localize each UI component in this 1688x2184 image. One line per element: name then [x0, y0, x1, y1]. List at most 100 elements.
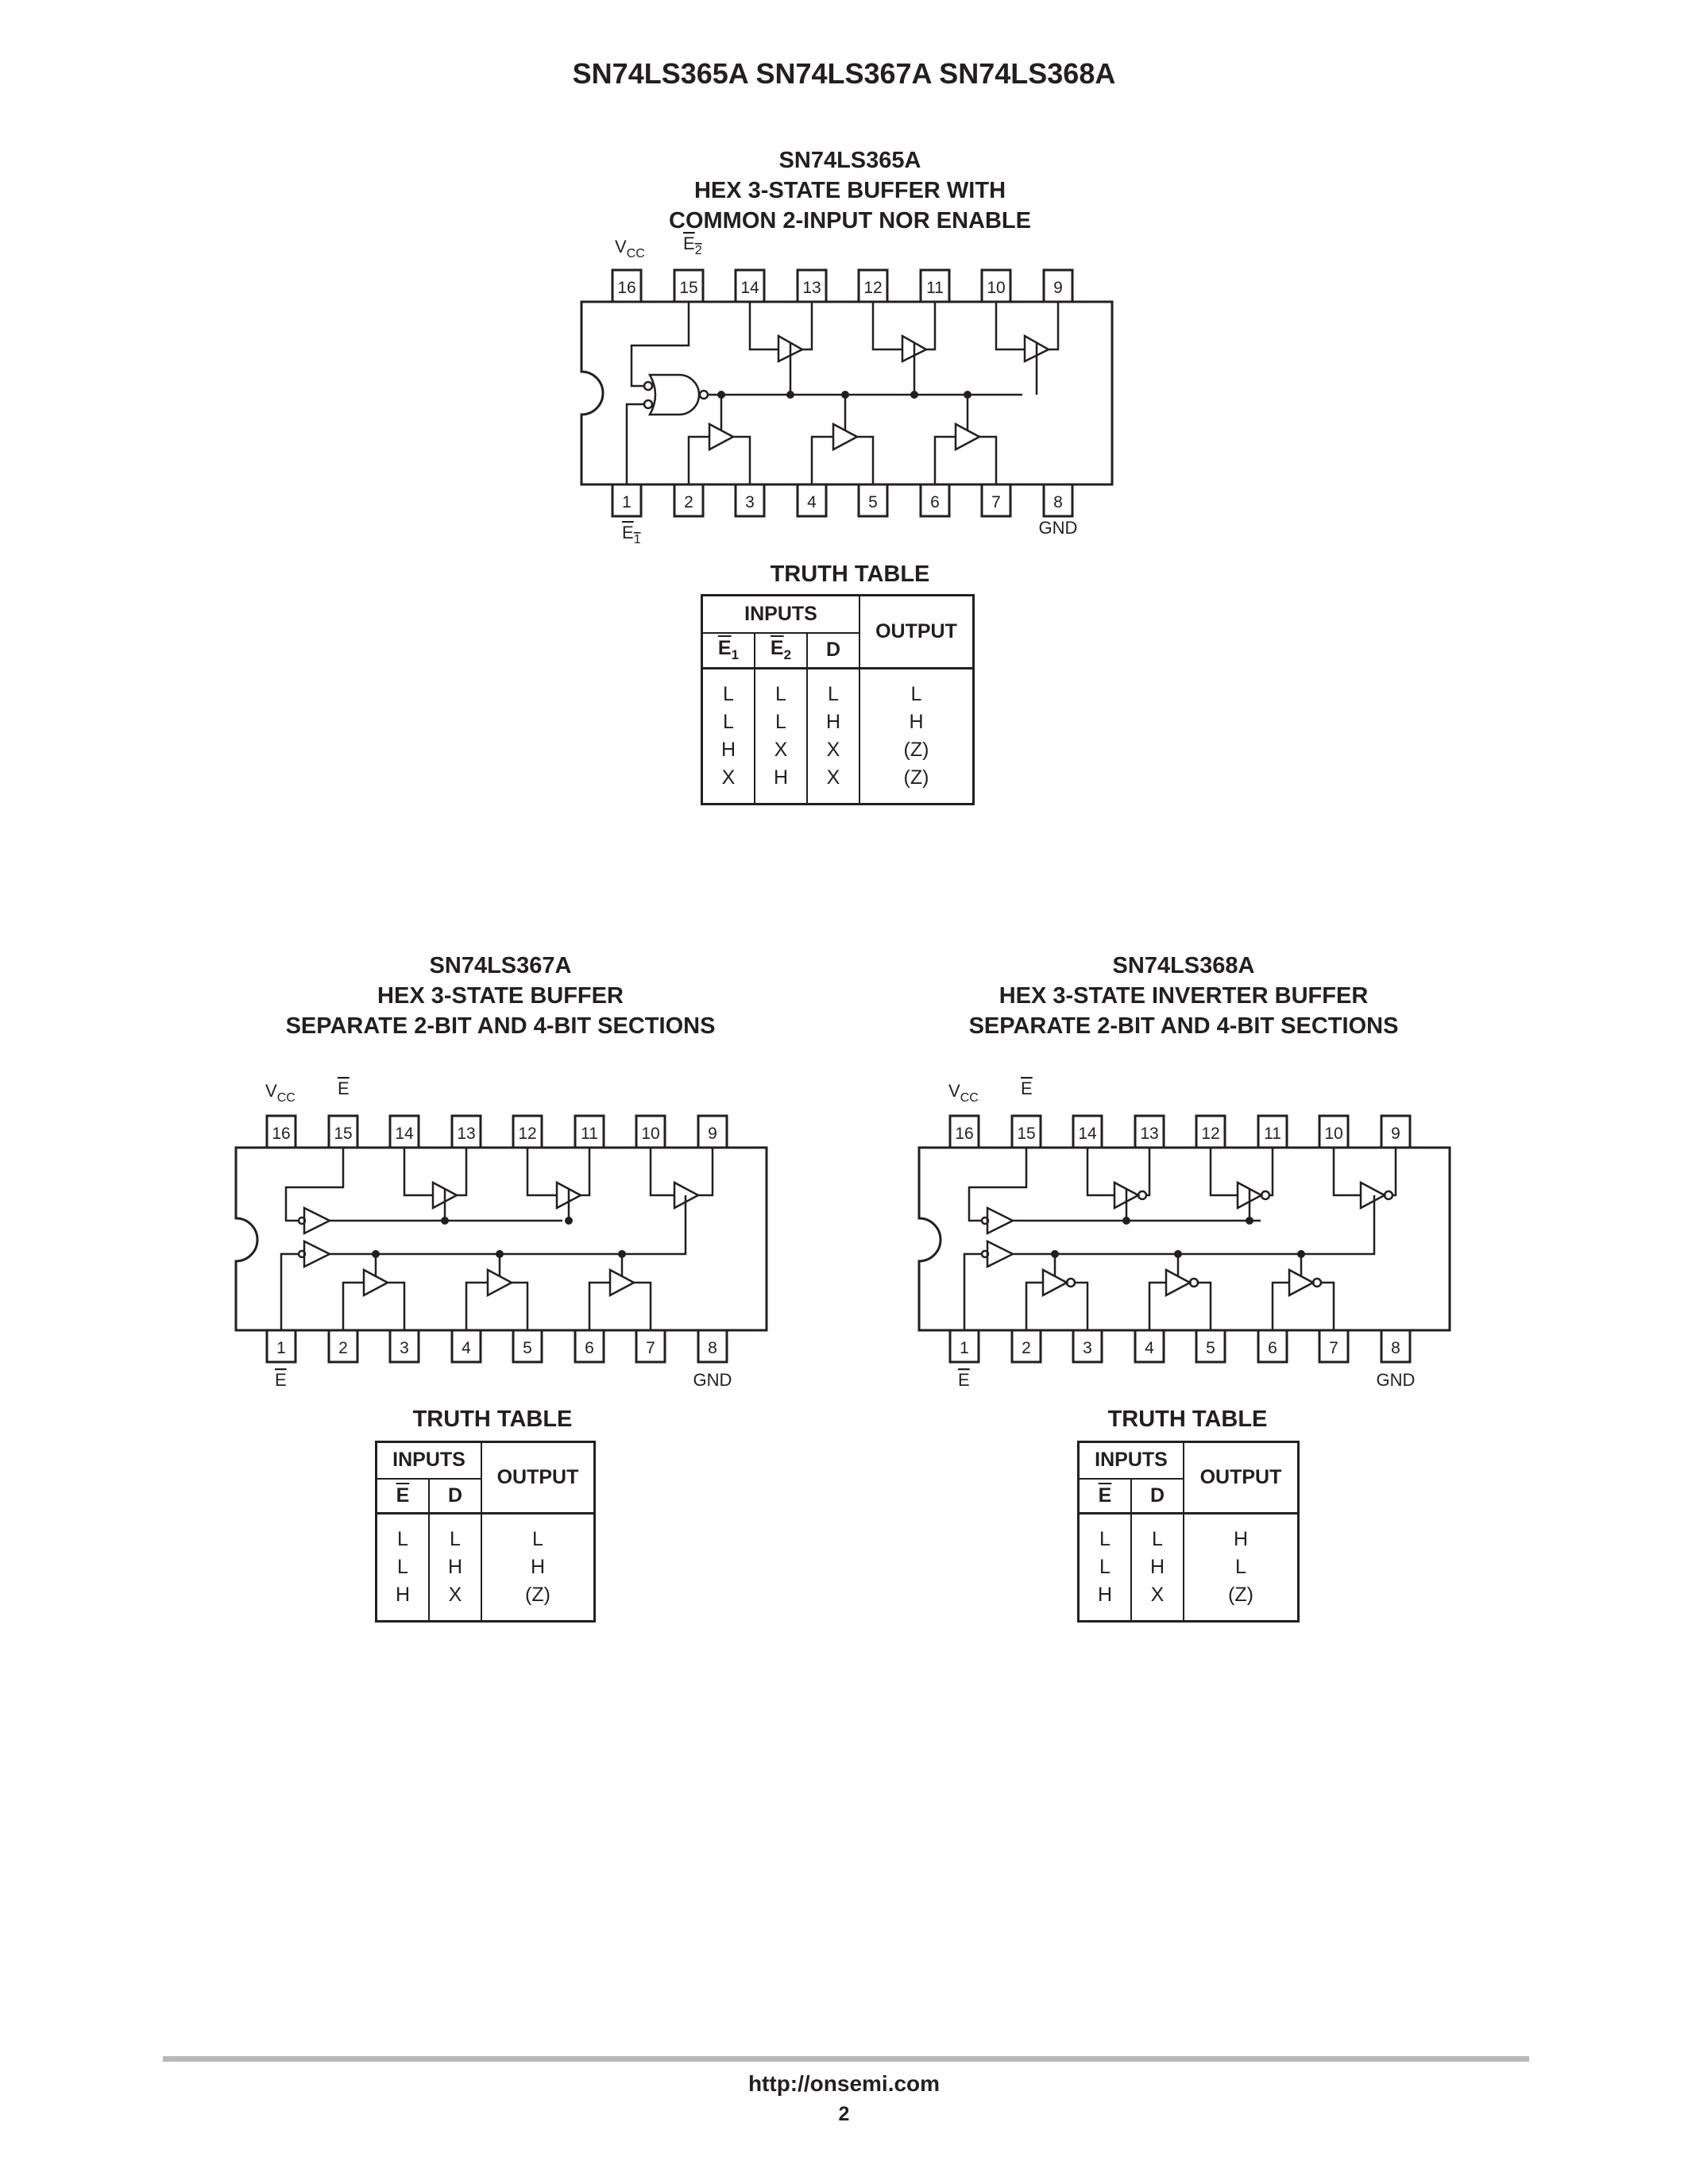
- ls368-title-line-1: SN74LS368A: [1112, 953, 1255, 978]
- ls368-pin-7: 7: [1329, 1339, 1338, 1357]
- ls368-inputs-header: INPUTS: [1077, 1441, 1184, 1480]
- ls367-e-bottom-label: E: [275, 1370, 287, 1390]
- ls368-e-bottom-label: E: [958, 1370, 970, 1390]
- ls367-title: SN74LS367A HEX 3-STATE BUFFER SEPARATE 2…: [238, 951, 763, 1041]
- ls365-pin-16: 16: [617, 279, 635, 297]
- ls368-col-d: D: [1130, 1477, 1184, 1515]
- ls368-title: SN74LS368A HEX 3-STATE INVERTER BUFFER S…: [906, 951, 1462, 1041]
- ls368-pin-14: 14: [1078, 1125, 1097, 1143]
- ls365-pin-6: 6: [930, 493, 940, 511]
- page-number: 2: [838, 2103, 850, 2125]
- ls367-truth-table-title: TRUTH TABLE: [412, 1406, 573, 1432]
- ls368-pin-8: 8: [1391, 1339, 1400, 1357]
- ls368-package-body: [917, 1146, 1451, 1332]
- ls367-package-body: [234, 1146, 768, 1332]
- ls365-pin-8: 8: [1053, 493, 1063, 511]
- ls367-pin-11: 11: [581, 1125, 598, 1143]
- ls365-pin-7: 7: [991, 493, 1001, 511]
- ls365-vcc-label: VCC: [615, 237, 645, 260]
- ls367-pin-10: 10: [641, 1125, 659, 1143]
- ls367-output-header: OUTPUT: [481, 1441, 596, 1515]
- ls368-col-e: E: [1077, 1477, 1132, 1515]
- ls365-col-e1: E1: [701, 631, 755, 669]
- ls367-pin-2: 2: [338, 1339, 348, 1357]
- ls367-title-line-2: HEX 3-STATE BUFFER: [377, 983, 624, 1009]
- ls367-pin-1: 1: [276, 1339, 286, 1357]
- ls368-pinout-diagram: 16 15 14 13 12 11 10 9 1 2 3 4 5 6 7 8 V…: [917, 1078, 1451, 1390]
- ls368-pin-3: 3: [1083, 1339, 1092, 1357]
- ls367-pin-5: 5: [523, 1339, 532, 1357]
- ls368-e-top-label: E: [1021, 1078, 1033, 1098]
- ls367-pin-6: 6: [585, 1339, 594, 1357]
- ls367-title-line-1: SN74LS367A: [429, 953, 572, 978]
- ls367-pin-16: 16: [272, 1125, 290, 1143]
- ls365-e1-label: E1: [622, 523, 641, 546]
- ls368-pin-10: 10: [1324, 1125, 1342, 1143]
- ls368-pin-4: 4: [1145, 1339, 1154, 1357]
- ls365-pin-5: 5: [868, 493, 878, 511]
- ls365-title: SN74LS365A HEX 3-STATE BUFFER WITH COMMO…: [612, 145, 1088, 236]
- ls365-pin-2: 2: [684, 493, 693, 511]
- ls365-title-line-3: COMMON 2-INPUT NOR ENABLE: [669, 208, 1031, 233]
- ls365-pin-15: 15: [679, 279, 697, 297]
- ls367-pin-9: 9: [708, 1125, 717, 1143]
- ls368-pin-12: 12: [1201, 1125, 1219, 1143]
- ls365-pin-12: 12: [863, 279, 882, 297]
- footer-divider: [163, 2056, 1529, 2062]
- ls365-pin-11: 11: [926, 279, 944, 297]
- ls367-inputs-header: INPUTS: [375, 1441, 482, 1480]
- ls365-package-body: [580, 300, 1114, 486]
- ls368-pin-5: 5: [1206, 1339, 1215, 1357]
- ls368-title-line-2: HEX 3-STATE INVERTER BUFFER: [999, 983, 1369, 1009]
- ls368-gnd-label: GND: [1377, 1370, 1416, 1390]
- ls365-e2-label: E2: [683, 233, 702, 257]
- ls367-col-d: D: [428, 1477, 482, 1515]
- ls365-title-line-2: HEX 3-STATE BUFFER WITH: [693, 178, 1006, 203]
- ls367-pinout-diagram: 16 15 14 13 12 11 10 9 1 2 3 4 5 6 7 8 V…: [234, 1078, 768, 1390]
- ls365-col-d: D: [806, 631, 860, 669]
- ls365-truth-table-title: TRUTH TABLE: [770, 561, 930, 587]
- ls367-e-top-label: E: [338, 1078, 350, 1098]
- ls365-col-e2: E2: [754, 631, 808, 669]
- ls368-output-header: OUTPUT: [1183, 1441, 1300, 1515]
- ls367-pin-7: 7: [646, 1339, 655, 1357]
- ls367-title-line-3: SEPARATE 2-BIT AND 4-BIT SECTIONS: [285, 1013, 716, 1039]
- ls365-pinout-diagram: 16 15 14 13 12 11 10 9 1 2 3 4 5 6 7 8 V…: [580, 233, 1114, 546]
- ls367-vcc-label: VCC: [265, 1081, 295, 1105]
- ls368-pin-1: 1: [960, 1339, 969, 1357]
- ls368-title-line-3: SEPARATE 2-BIT AND 4-BIT SECTIONS: [968, 1013, 1399, 1039]
- ls368-pin-11: 11: [1264, 1125, 1281, 1143]
- ls367-col-e: E: [375, 1477, 430, 1515]
- page-title: SN74LS365A SN74LS367A SN74LS368A: [572, 57, 1116, 90]
- footer-url-link[interactable]: http://onsemi.com: [747, 2071, 941, 2096]
- ls365-pin-14: 14: [740, 279, 759, 297]
- ls365-title-line-1: SN74LS365A: [778, 148, 921, 173]
- ls365-pin-4: 4: [807, 493, 817, 511]
- ls367-pin-13: 13: [457, 1125, 475, 1143]
- ls367-pin-8: 8: [708, 1339, 717, 1357]
- ls368-truth-table-title: TRUTH TABLE: [1107, 1406, 1268, 1432]
- ls367-pin-12: 12: [518, 1125, 536, 1143]
- ls365-inputs-header: INPUTS: [701, 594, 860, 634]
- ls365-pin-3: 3: [745, 493, 755, 511]
- ls365-pin-10: 10: [987, 279, 1005, 297]
- ls365-pin-13: 13: [802, 279, 821, 297]
- ls367-pin-3: 3: [400, 1339, 409, 1357]
- ls368-pin-16: 16: [955, 1125, 973, 1143]
- ls367-pin-4: 4: [462, 1339, 471, 1357]
- ls368-pin-13: 13: [1140, 1125, 1158, 1143]
- ls365-gnd-label: GND: [1039, 518, 1078, 538]
- ls367-gnd-label: GND: [693, 1370, 732, 1390]
